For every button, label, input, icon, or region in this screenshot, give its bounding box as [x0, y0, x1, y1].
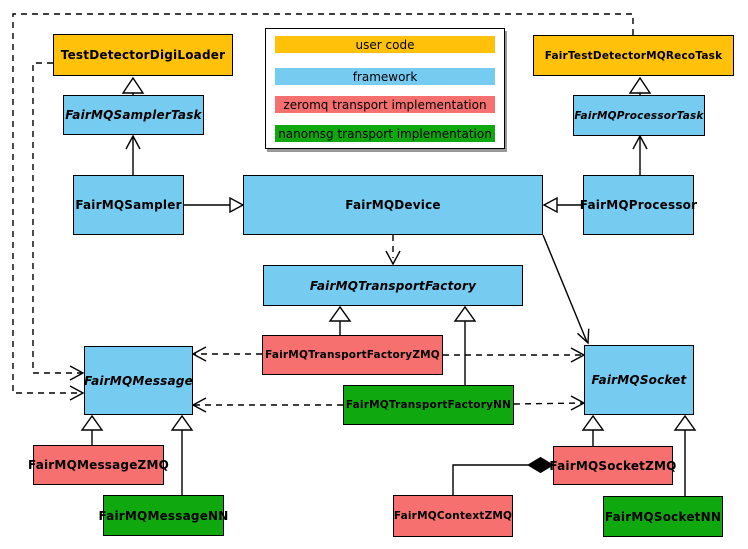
edge-digiloader-to-message: [32, 62, 85, 381]
legend-item-framework: framework: [275, 68, 495, 85]
node-fairmqtransportfactoryzmq: FairMQTransportFactoryZMQ: [262, 335, 443, 375]
node-fairmqmessagezmq: FairMQMessageZMQ: [28, 445, 169, 485]
edge-samplertask-to-digiloader: [121, 76, 145, 96]
node-fairmqsampler: FairMQSampler: [73, 175, 184, 235]
node-fairmqmessagenn: FairMQMessageNN: [98, 495, 228, 536]
node-fairmqprocessortask: FairMQProcessorTask: [573, 95, 705, 136]
node-testdetectordigiloader: TestDetectorDigiLoader: [53, 34, 233, 76]
node-fairmqsamplertask: FairMQSamplerTask: [63, 95, 204, 135]
edge-messagezmq-to-message: [80, 414, 104, 445]
node-fairmqcontextzmq: FairMQContextZMQ: [393, 495, 513, 537]
edge-processortask-to-recotask: [628, 76, 652, 96]
node-fairtestdetectormqrecotask: FairTestDetectorMQRecoTask: [533, 35, 734, 76]
edge-socketzmq-to-socket: [581, 414, 605, 446]
legend-item-nanomsg: nanomsg transport implementation: [275, 125, 495, 142]
edge-sampler-to-device: [184, 196, 245, 214]
edge-tfzmq-to-message: [191, 346, 262, 362]
legend-item-user-code: user code: [275, 36, 495, 53]
edge-sampler-to-samplertask: [125, 134, 141, 175]
node-fairmqsocketzmq: FairMQSocketZMQ: [549, 446, 676, 485]
edge-processor-to-processortask: [632, 134, 648, 175]
edge-contextzmq-to-socketzmq: [452, 456, 554, 495]
legend-item-zeromq: zeromq transport implementation: [275, 96, 495, 113]
node-fairmqtransportfactory: FairMQTransportFactory: [263, 265, 523, 306]
node-fairmqmessage: FairMQMessage: [84, 346, 193, 415]
edge-messagenn-to-message: [170, 414, 194, 495]
edge-recotask-to-message: [12, 13, 634, 401]
edge-tfnn-to-message: [191, 397, 343, 413]
edge-socketnn-to-socket: [673, 414, 697, 496]
node-fairmqdevice: FairMQDevice: [243, 175, 543, 235]
node-fairmqtransportfactorynn: FairMQTransportFactoryNN: [343, 385, 514, 425]
legend: user code framework zeromq transport imp…: [265, 28, 505, 149]
edge-tfnn-to-socket: [513, 395, 586, 411]
node-fairmqsocket: FairMQSocket: [584, 345, 694, 415]
edge-tfzmq-to-socket: [443, 347, 586, 363]
edge-device-to-transportfactory: [385, 235, 401, 266]
edge-tfnn-to-transportfactory: [453, 305, 477, 385]
edge-device-to-socket: [542, 234, 590, 345]
edge-processor-to-device: [542, 196, 583, 214]
node-fairmqprocessor: FairMQProcessor: [580, 175, 697, 235]
node-fairmqsocketnn: FairMQSocketNN: [603, 496, 723, 537]
edge-tfzmq-to-transportfactory: [328, 305, 352, 335]
